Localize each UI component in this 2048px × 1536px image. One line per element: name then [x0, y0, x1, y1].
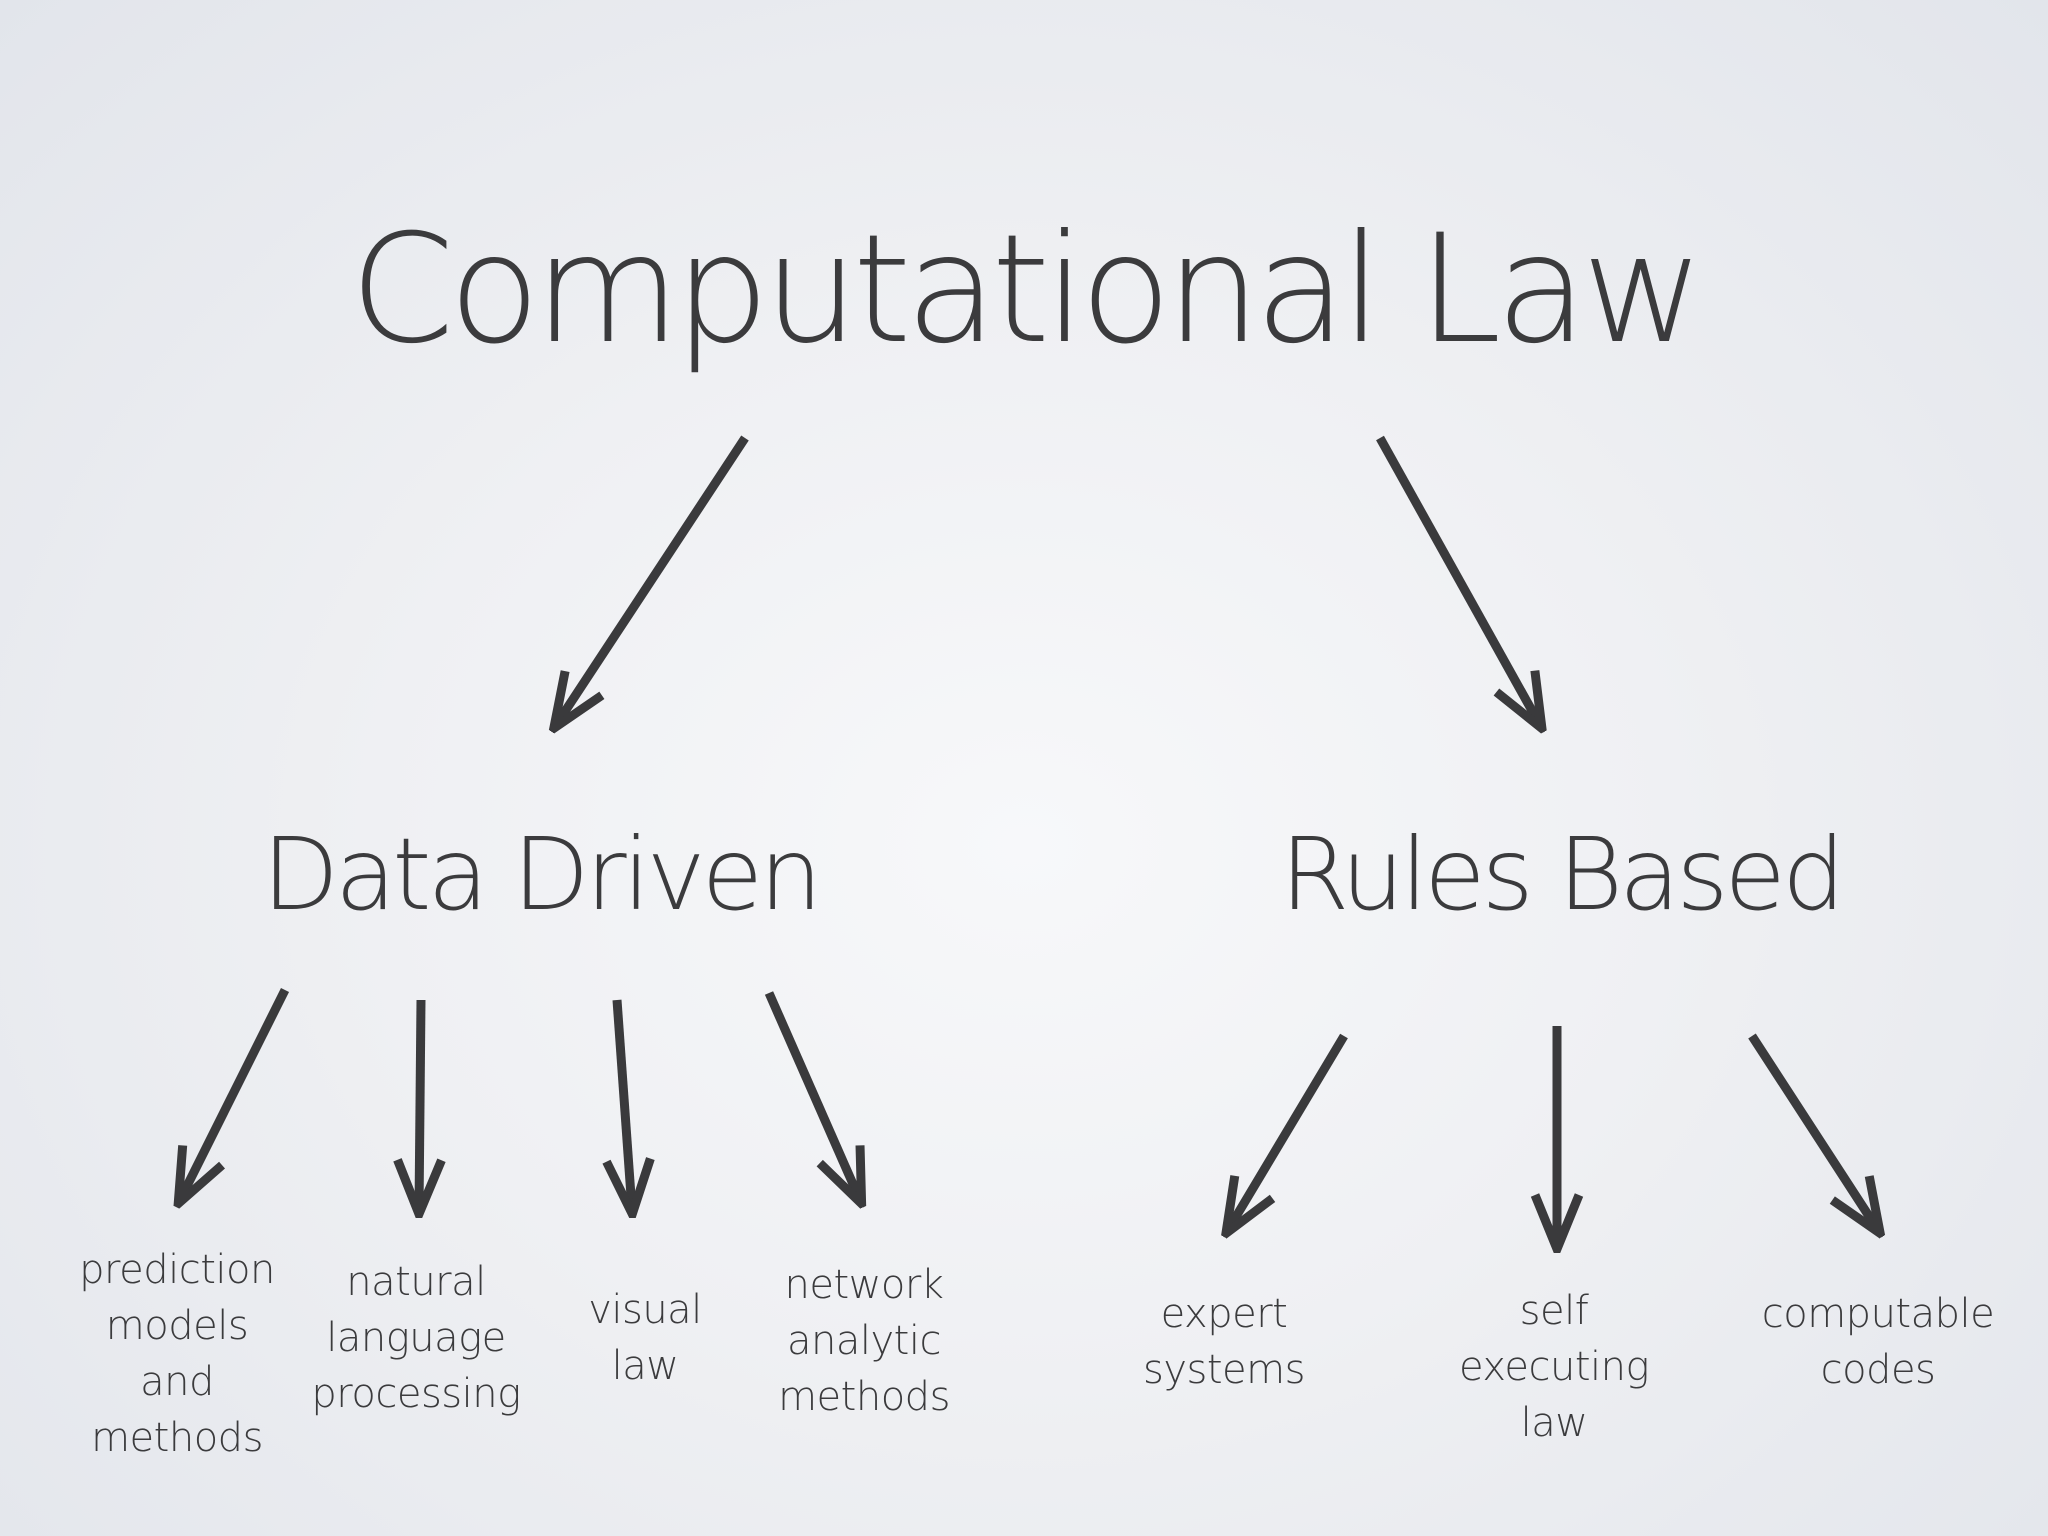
arrow-to-computable-codes [1748, 1033, 1878, 1230]
leaf-line: visual [588, 1287, 702, 1333]
leaf-line: methods [778, 1374, 950, 1420]
leaf-line: self [1519, 1288, 1589, 1334]
leaf-visual-law: visual law [545, 1282, 745, 1394]
leaf-line: computable [1761, 1291, 1995, 1337]
leaf-line: network [784, 1262, 944, 1308]
leaf-line: and [140, 1359, 214, 1405]
arrow-to-data-driven [556, 435, 749, 725]
arrow-to-visual-law [617, 999, 632, 1210]
leaf-line: methods [91, 1415, 263, 1461]
leaf-line: expert [1160, 1291, 1288, 1337]
leaf-network-analytic-methods: network analytic methods [744, 1257, 984, 1425]
arrow-to-network-analytic [764, 991, 860, 1200]
slide-title: Computational Law [349, 203, 1704, 377]
leaf-line: natural [346, 1259, 486, 1305]
leaf-line: analytic [787, 1318, 941, 1364]
leaf-prediction-models: prediction models and methods [57, 1242, 297, 1466]
branch-label-rules-based: Rules Based [1280, 816, 1845, 933]
leaf-natural-language-processing: natural language processing [296, 1254, 536, 1422]
arrow-to-nlp [419, 999, 421, 1210]
leaf-expert-systems: expert systems [1104, 1286, 1344, 1398]
leaf-line: prediction [79, 1247, 275, 1293]
arrow-to-prediction-models [180, 987, 290, 1200]
leaf-line: codes [1820, 1347, 1936, 1393]
leaf-line: language [326, 1315, 506, 1361]
arrow-to-expert-systems [1228, 1033, 1348, 1230]
leaf-line: law [611, 1343, 679, 1389]
arrow-to-rules-based [1376, 435, 1540, 725]
leaf-line: processing [311, 1371, 521, 1417]
branch-label-data-driven: Data Driven [262, 816, 823, 933]
leaf-line: law [1520, 1400, 1588, 1446]
leaf-line: systems [1143, 1347, 1305, 1393]
leaf-computable-codes: computable codes [1748, 1286, 2008, 1398]
leaf-self-executing-law: self executing law [1434, 1283, 1674, 1451]
leaf-line: executing [1459, 1344, 1649, 1390]
leaf-line: models [105, 1303, 249, 1349]
